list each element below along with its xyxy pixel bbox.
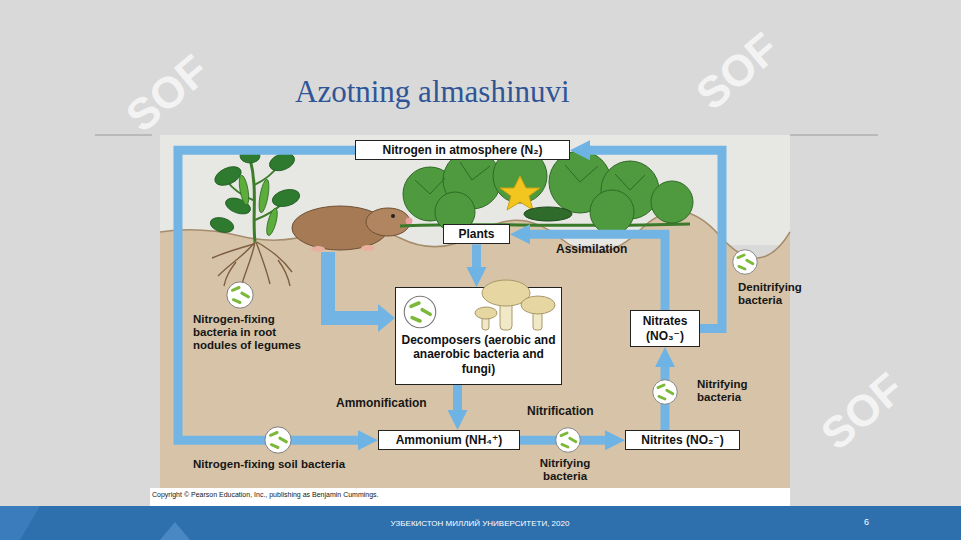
bacteria-icon xyxy=(556,428,581,453)
legume-plant xyxy=(212,244,254,258)
legume-plant xyxy=(209,215,236,235)
organism-label: Nitrogen-fixing bacteria in root nodules… xyxy=(193,313,305,353)
mushrooms xyxy=(475,280,555,330)
animal-to-decomposers-arrow xyxy=(328,252,380,318)
node-text: Nitrates (NO₃⁻) xyxy=(636,314,694,343)
mole xyxy=(361,245,375,251)
animal-to-decomposers-arrow xyxy=(378,304,395,332)
node-text: Ammonium (NH₄⁺) xyxy=(396,433,503,447)
nitrites-box: Nitrites (NO₂⁻) xyxy=(625,430,740,450)
footer-band xyxy=(0,506,40,540)
legume-plant xyxy=(224,262,236,286)
legume-plant xyxy=(209,149,302,235)
bacteria-icon xyxy=(733,250,758,275)
watermark: SOF xyxy=(687,11,804,120)
node-text: Nitrites (NO₂⁻) xyxy=(641,433,723,447)
mole xyxy=(292,206,413,252)
legume-plant xyxy=(257,179,271,214)
soil xyxy=(160,211,790,490)
cycle-arrow xyxy=(453,385,462,416)
squash-plant xyxy=(524,207,572,221)
divider-line xyxy=(790,135,878,136)
soil xyxy=(160,211,790,490)
process-label: Nitrification xyxy=(527,405,594,419)
squash-plant xyxy=(400,149,693,234)
node-text: Nitrogen in atmosphere (N₂) xyxy=(382,143,542,157)
legume-plant xyxy=(278,260,290,286)
node-text: Decomposers (aerobic and anaerobic bacte… xyxy=(401,333,556,376)
ammonium-box: Ammonium (NH₄⁺) xyxy=(378,430,520,450)
legume-plant xyxy=(237,175,279,237)
plants-box: Plants xyxy=(443,224,510,244)
process-label: Ammonification xyxy=(336,397,427,411)
bacteria-icon xyxy=(227,250,757,453)
slide-title: Azotning almashinuvi xyxy=(295,74,570,110)
cycle-arrow xyxy=(584,150,722,328)
mole xyxy=(366,208,410,236)
organism-label: Nitrogen-fixing soil bacteria xyxy=(193,458,413,471)
cycle-arrow xyxy=(472,244,481,273)
footer-band xyxy=(160,522,190,540)
bacteria-icon xyxy=(404,296,436,328)
legume-plant xyxy=(270,187,301,210)
organism-label: Denitrifying bacteria xyxy=(738,281,816,307)
squash-plant xyxy=(500,176,540,210)
mushrooms xyxy=(475,307,497,319)
copyright-strip xyxy=(150,488,790,506)
mole xyxy=(311,246,325,252)
atmosphere-box: Nitrogen in atmosphere (N₂) xyxy=(355,140,570,160)
mole xyxy=(391,214,395,218)
legume-plant xyxy=(218,242,255,276)
watermark: SOF xyxy=(812,351,929,460)
organism-label: Nitrifying bacteria xyxy=(697,378,769,404)
mole xyxy=(406,218,413,225)
copyright-strip xyxy=(150,488,790,506)
bacteria-icon xyxy=(227,282,253,308)
squash-plant xyxy=(590,190,634,234)
legume-plant xyxy=(209,149,302,286)
footer-band xyxy=(0,506,961,540)
squash-plant xyxy=(403,149,693,234)
mushrooms xyxy=(521,296,555,314)
legume-plant xyxy=(212,242,292,286)
node-text: Plants xyxy=(458,227,494,241)
bacteria-icon xyxy=(265,427,291,453)
animal-to-decomposers-arrow xyxy=(328,252,395,332)
legume-plant xyxy=(265,207,280,236)
legume-plant xyxy=(242,242,255,284)
process-label: Assimilation xyxy=(556,243,627,257)
bacteria-icon xyxy=(653,380,678,405)
nitrates-box: Nitrates (NO₃⁻) xyxy=(630,310,700,347)
footer-text: УЗБЕКИСТОН МИЛЛИЙ УНИВЕРСИТЕТИ, 2020 xyxy=(300,519,660,528)
copyright-note: Copyright © Pearson Education, Inc., pub… xyxy=(152,491,672,499)
watermark: SOF xyxy=(117,33,234,142)
footer-band xyxy=(0,506,961,540)
legume-plant xyxy=(257,242,292,272)
squash-plant xyxy=(651,181,693,223)
organism-label: Nitrifying bacteria xyxy=(526,457,604,483)
legume-plant xyxy=(237,175,250,206)
page-number: 6 xyxy=(864,517,884,527)
